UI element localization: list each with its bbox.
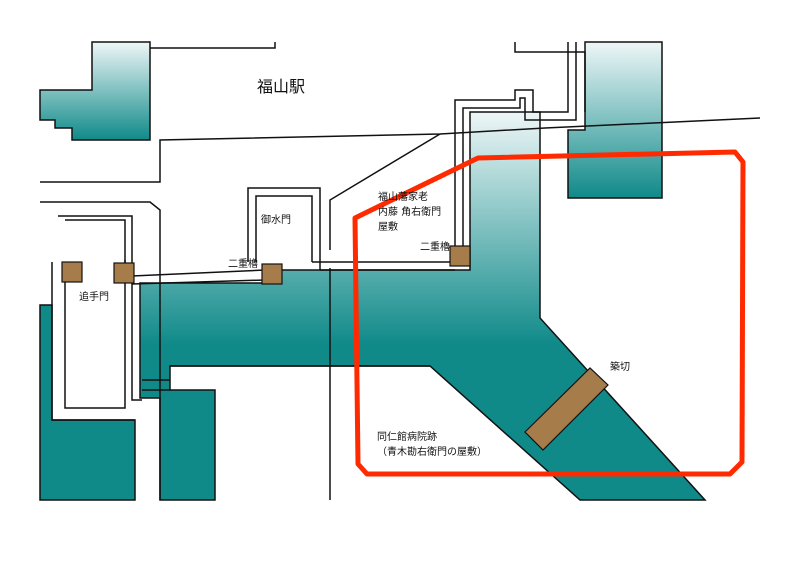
turret-left-label: 二重櫓 <box>228 259 258 270</box>
moat-top-right <box>567 41 663 199</box>
ruins-label-2: （青木勘右衛門の屋敷） <box>377 447 487 458</box>
gomizu-gate-label: 御水門 <box>261 215 291 226</box>
road-lines <box>40 42 761 500</box>
tsukikiri-embankment <box>524 367 609 451</box>
highlight-outline <box>352 149 746 477</box>
ote-gate-label: 追手門 <box>79 292 109 303</box>
turret-right-label: 二重櫓 <box>420 242 450 253</box>
retainer-label-2: 内藤 角右衛門 <box>378 207 442 218</box>
tsukikiri-label: 築切 <box>610 362 630 373</box>
station-label: 福山駅 <box>257 77 306 96</box>
retainer-label-3: 屋敷 <box>378 222 398 233</box>
retainer-label-1: 福山藩家老 <box>378 192 428 203</box>
moat-top-left <box>39 41 151 141</box>
ruins-label-1: 同仁館病院跡 <box>377 432 437 443</box>
turret-ote-east <box>113 262 135 284</box>
castle-walls <box>51 42 577 421</box>
turret-left <box>261 263 283 285</box>
turret-ote-west <box>61 261 83 283</box>
moat-left <box>39 304 136 501</box>
turret-right <box>449 245 471 267</box>
